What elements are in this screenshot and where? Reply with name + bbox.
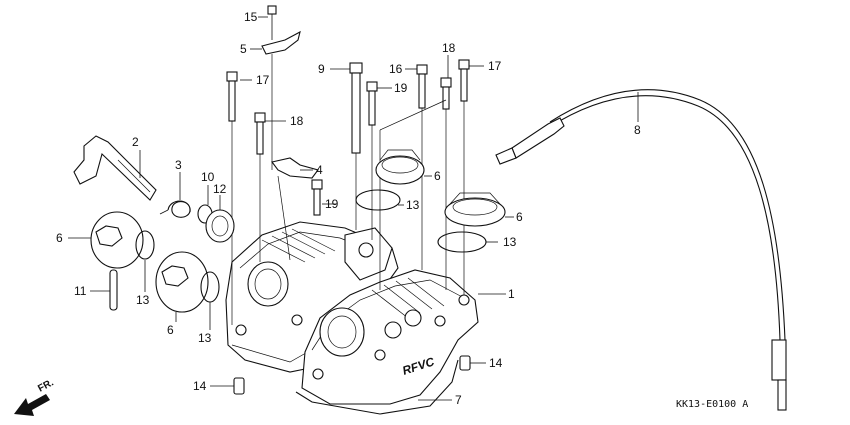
bracket-4 [271,157,319,179]
callout-13-upper: 13 [406,198,420,212]
callout-6-lower: 6 [167,323,174,337]
bolt-16 [416,64,428,270]
callout-13-right: 13 [503,235,517,249]
o-ring-13-upper [355,189,401,211]
valve-hole-cap-upper [375,149,425,185]
bolt-19-upper [366,81,378,240]
callout-16: 16 [389,62,403,76]
callout-13-lower: 13 [198,331,212,345]
bolt-17-right [458,59,470,295]
callout-18-left: 18 [290,114,304,128]
callout-19-upper: 19 [394,81,408,95]
bracket-5 [261,30,301,55]
diagram-code: KK13-E0100 A [676,399,748,410]
callout-19-lower: 19 [325,197,339,211]
bolt-19-lower [311,179,323,216]
callout-1: 1 [508,287,515,301]
callout-9: 9 [318,62,325,76]
head-cover-gasket [295,359,459,415]
decompressor-cable [495,89,787,411]
callout-18-right: 18 [442,41,456,55]
callout-2: 2 [132,135,139,149]
bolt-18-right [440,77,452,290]
return-spring [159,200,191,218]
bearing-12 [205,209,235,243]
callout-5: 5 [240,42,247,56]
callout-6-upper: 6 [434,169,441,183]
dowel-pin-14-left [233,377,245,395]
front-arrow-icon [14,394,50,416]
callout-12: 12 [213,182,227,196]
valve-hole-cap-right [444,192,506,227]
o-ring-13-right [437,231,487,253]
callout-6-right: 6 [516,210,523,224]
bolt-9 [349,62,363,230]
bolt-18-left [254,112,266,262]
dowel-pin-14-right [459,355,471,371]
plug-6-lower [155,251,220,313]
bolt-15 [267,5,277,40]
front-direction-indicator: FR. [14,377,56,416]
plug-6-left [90,211,155,269]
callout-labels: 15 5 17 9 16 18 17 19 18 2 4 3 10 12 6 1… [56,10,641,407]
callout-14-left: 14 [193,379,207,393]
callout-10: 10 [201,170,215,184]
callout-6-left: 6 [56,231,63,245]
callout-3: 3 [175,158,182,172]
callout-15: 15 [244,10,258,24]
callout-7: 7 [455,393,462,407]
dowel-pin-11 [109,269,118,311]
callout-14-right: 14 [489,356,503,370]
callout-11: 11 [74,284,87,298]
leader-lines [68,16,639,401]
front-cylinder-head-cover [301,227,479,405]
callout-8: 8 [634,123,641,137]
decompressor-shaft [73,135,157,201]
callout-17-right: 17 [488,59,502,73]
callout-17-left: 17 [256,73,270,87]
front-label: FR. [36,377,56,394]
callout-4: 4 [316,163,323,177]
callout-13-left: 13 [136,293,150,307]
